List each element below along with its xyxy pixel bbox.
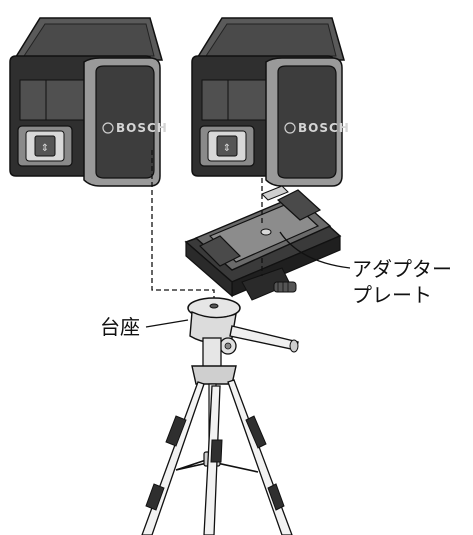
adapter-plate-label-line1: アダプター: [352, 257, 452, 281]
switch-arrow-right: ⇕: [223, 143, 231, 154]
bosch-logo-icon: [284, 122, 296, 134]
alignment-guides: [151, 150, 263, 304]
switch-arrow-left: ⇕: [41, 143, 49, 154]
adapter-leader-line: [279, 231, 351, 269]
bosch-logo-icon: [102, 122, 114, 134]
laser-level-right: ⇕ BOSCH: [191, 17, 350, 187]
adapter-plate-label-line2: プレート: [352, 283, 432, 307]
brand-label-left: BOSCH: [116, 121, 168, 135]
callout-leaders: [145, 231, 351, 328]
brand-label-right: BOSCH: [298, 121, 350, 135]
base-leader-line: [145, 319, 189, 328]
adapter-plate: [184, 185, 342, 301]
tripod: [141, 297, 299, 535]
base-label: 台座: [100, 315, 140, 339]
laser-level-left: ⇕ BOSCH: [9, 17, 168, 187]
